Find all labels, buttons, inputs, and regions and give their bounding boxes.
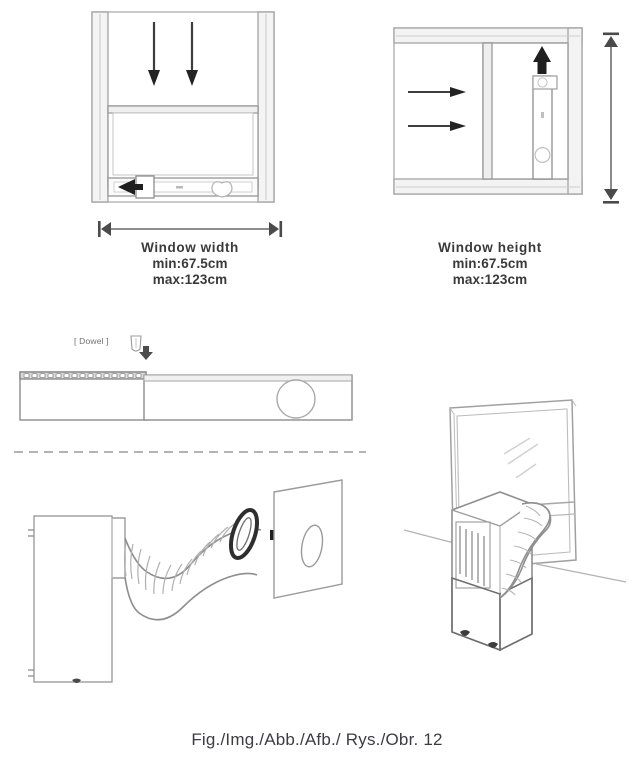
arrow-down-right-icon <box>186 22 198 86</box>
window-height-dimension-arrow <box>600 30 622 206</box>
arrow-right-upper-icon <box>408 87 466 97</box>
hose-routing-diagram <box>22 472 352 697</box>
glass-reflection <box>503 437 539 479</box>
sash-hardware-strip <box>532 75 558 180</box>
window-width-dimension-arrow <box>95 219 285 239</box>
exhaust-hose-installed <box>499 502 552 599</box>
window-sill-rail <box>107 175 259 199</box>
window-width-max: max:123cm <box>152 272 228 287</box>
dowel-pin-icon <box>130 335 153 360</box>
arrow-left-icon <box>118 179 143 195</box>
vent-louvers <box>459 526 485 586</box>
hose-routing-svg <box>28 479 343 683</box>
window-height-label: Window height min:67.5cm max:123cm <box>368 240 612 288</box>
window-width-diagram <box>88 8 278 223</box>
dowel-icon-group <box>125 332 159 364</box>
arrow-right-lower-icon <box>408 121 466 131</box>
exhaust-port-icon <box>276 379 316 419</box>
window-width-label: Window width min:67.5cm max:123cm <box>60 240 320 288</box>
installed-unit-svg <box>403 399 627 652</box>
slider-kit-bar-diagram <box>18 362 358 424</box>
arrow-up-icon <box>533 46 551 74</box>
window-height-min: min:67.5cm <box>452 256 528 271</box>
slider-kit-bar-svg <box>19 371 353 421</box>
hose-ribs <box>501 505 543 596</box>
hose-end-coupling <box>228 507 260 561</box>
dowel-label: [ Dowel ] <box>74 336 109 346</box>
sliding-sash <box>482 42 569 180</box>
sash-latch-icon <box>534 146 551 163</box>
arrow-down-left-icon <box>148 22 160 86</box>
window-height-title: Window height <box>438 240 542 255</box>
plate-port-icon <box>300 524 324 568</box>
window-width-title: Window width <box>141 240 239 255</box>
floor-line <box>403 529 627 583</box>
arrow-down-icon <box>139 346 153 360</box>
portable-ac-unit <box>451 491 533 652</box>
section-divider <box>14 450 366 454</box>
window-width-min: min:67.5cm <box>152 256 228 271</box>
horizontal-sliding-window-svg <box>393 27 583 195</box>
exhaust-hose <box>123 521 262 621</box>
installed-unit-diagram <box>403 392 630 692</box>
perforation-holes <box>23 373 142 379</box>
lower-sash <box>107 105 259 189</box>
ac-unit-body <box>28 515 126 683</box>
window-height-diagram <box>390 24 590 199</box>
figure-caption: Fig./Img./Abb./Afb./ Rys./Obr. 12 <box>191 730 443 749</box>
vertical-sliding-window-svg <box>91 11 275 203</box>
window-height-max: max:123cm <box>452 272 528 287</box>
slider-plate-with-port <box>273 479 343 599</box>
sash-latch-icon <box>211 181 233 198</box>
